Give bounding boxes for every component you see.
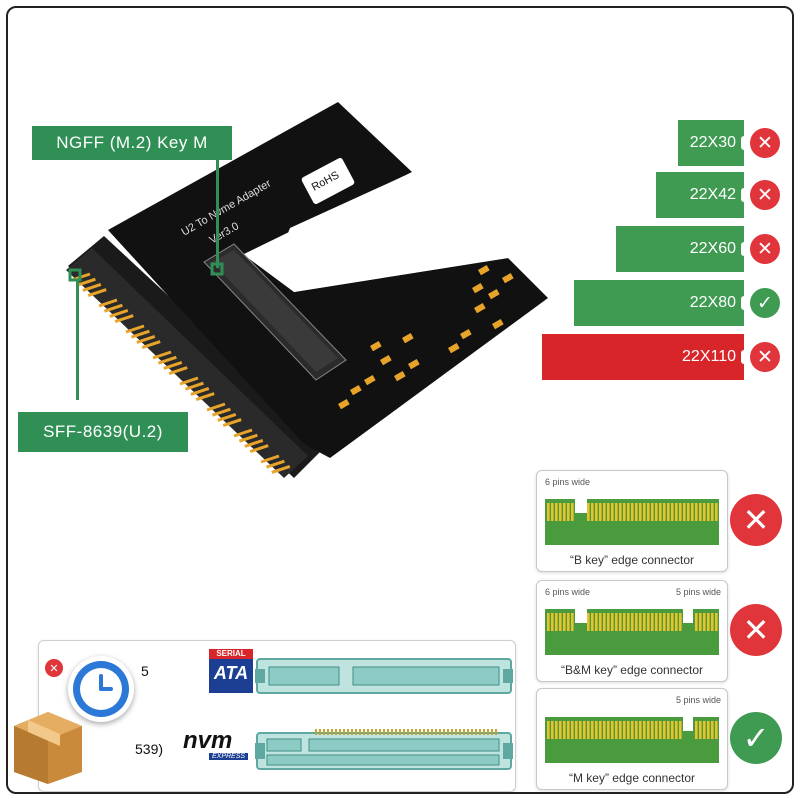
size-bar-22x80: 22X80 bbox=[574, 280, 747, 326]
check-icon: ✓ bbox=[730, 712, 782, 764]
size-bar-22x42: 22X42 bbox=[656, 172, 747, 218]
size-label: 22X80 bbox=[689, 294, 736, 311]
size-label: 22X30 bbox=[689, 134, 736, 151]
sata-logo-main: ATA bbox=[213, 663, 249, 683]
sata-connector-drawing bbox=[255, 658, 513, 694]
u2-connector-drawing bbox=[255, 729, 513, 770]
mark-glyph: ✕ bbox=[757, 346, 773, 368]
mark-glyph: ✕ bbox=[742, 611, 770, 649]
pin-width-note-left: 6 pins wide bbox=[545, 477, 591, 487]
mark-glyph: ✕ bbox=[757, 132, 773, 154]
key-caption: “B&M key” edge connector bbox=[560, 663, 704, 677]
nvm-logo-sub: EXPRESS bbox=[209, 753, 249, 760]
nvm-express-logo: nvm EXPRESS bbox=[183, 727, 263, 763]
pin-width-note-right: 5 pins wide bbox=[675, 695, 721, 705]
key-notch bbox=[741, 136, 747, 150]
check-icon: ✓ bbox=[750, 288, 780, 318]
ngff-m2-callout: NGFF (M.2) Key M bbox=[32, 126, 232, 160]
mark-glyph: ✕ bbox=[757, 238, 773, 260]
row2-label: 539) bbox=[135, 741, 164, 757]
key-panel-2: 5 pins wide “M key” edge connector bbox=[536, 688, 728, 790]
pin-width-note-left: 6 pins wide bbox=[545, 587, 591, 597]
u2-connector bbox=[66, 236, 328, 478]
clock-icon bbox=[68, 656, 134, 722]
m2-slot bbox=[203, 243, 347, 381]
key-notch bbox=[741, 296, 747, 310]
cross-icon: ✕ bbox=[750, 128, 780, 158]
cross-icon: ✕ bbox=[730, 494, 782, 546]
sata-logo: SERIAL ATA bbox=[209, 649, 253, 693]
size-bar-22x60: 22X60 bbox=[616, 226, 747, 272]
product-image-frame: U2 To Nvme Adapter Ver3.0 RoHS NGFF (M.2… bbox=[6, 6, 794, 794]
sff-callout-label: SFF-8639(U.2) bbox=[43, 422, 163, 441]
key-panel-0: 6 pins wide “B key” edge connector bbox=[536, 470, 728, 572]
mark-glyph: ✓ bbox=[757, 292, 773, 314]
cross-icon: ✕ bbox=[45, 659, 63, 677]
ngff-callout-label: NGFF (M.2) Key M bbox=[56, 133, 208, 152]
key-panel-1: 6 pins wide 5 pins wide “B&M key” edge con… bbox=[536, 580, 728, 682]
row1-label: 5 bbox=[141, 663, 149, 679]
cross-icon: ✕ bbox=[730, 604, 782, 656]
nvm-logo-main: nvm bbox=[183, 727, 233, 754]
edge-connector-drawing bbox=[545, 497, 719, 545]
size-label: 22X110 bbox=[682, 348, 736, 365]
size-label: 22X60 bbox=[689, 240, 736, 257]
sff-8639-callout: SFF-8639(U.2) bbox=[18, 412, 188, 452]
key-caption: “B key” edge connector bbox=[569, 553, 695, 567]
sata-logo-top: SERIAL bbox=[209, 649, 253, 659]
key-caption: “M key” edge connector bbox=[568, 771, 696, 785]
key-notch bbox=[741, 350, 747, 364]
smd-components bbox=[338, 265, 514, 410]
cross-icon: ✕ bbox=[750, 234, 780, 264]
mark-glyph: ✕ bbox=[742, 501, 770, 539]
mark-glyph: ✕ bbox=[757, 184, 773, 206]
cross-icon: ✕ bbox=[750, 342, 780, 372]
pin-width-note-right: 5 pins wide bbox=[675, 587, 721, 597]
edge-connector-drawing bbox=[545, 715, 719, 763]
cross-glyph: ✕ bbox=[49, 661, 59, 675]
adapter-board: U2 To Nvme Adapter Ver3.0 RoHS bbox=[66, 102, 548, 478]
edge-connector-drawing bbox=[545, 607, 719, 655]
shipping-box-icon bbox=[10, 702, 86, 786]
key-notch bbox=[741, 242, 747, 256]
size-bar-22x110: 22X110 bbox=[542, 334, 747, 380]
cross-icon: ✕ bbox=[750, 180, 780, 210]
key-notch bbox=[741, 188, 747, 202]
size-label: 22X42 bbox=[689, 186, 736, 203]
size-bar-22x30: 22X30 bbox=[678, 120, 747, 166]
mark-glyph: ✓ bbox=[742, 719, 770, 757]
